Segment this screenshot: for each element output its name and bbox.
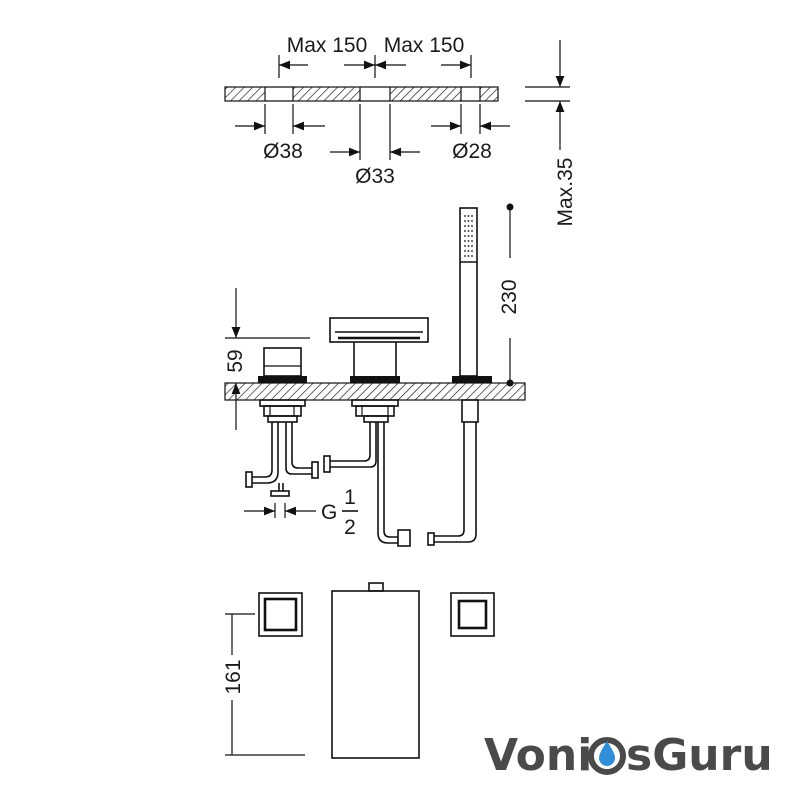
thread-fraction-numerator: 1 xyxy=(344,486,356,509)
diameter-33-label: Ø33 xyxy=(355,165,395,188)
max150-right-label: Max 150 xyxy=(384,34,465,57)
water-drop-icon xyxy=(588,737,626,775)
height-59-label: 59 xyxy=(224,349,247,372)
diameter-38-label: Ø38 xyxy=(263,140,303,163)
mixer-handle-front xyxy=(258,592,303,637)
brand-logo: Voni sGuru xyxy=(484,730,773,781)
height-161-label: 161 xyxy=(222,659,245,694)
max150-left-label: Max 150 xyxy=(287,34,368,57)
deck-segment xyxy=(224,86,266,102)
thread-fraction-denominator: 2 xyxy=(344,516,356,539)
logo-text-left: Voni xyxy=(484,730,592,781)
max35-label: Max.35 xyxy=(554,158,577,227)
height-230-label: 230 xyxy=(498,279,521,314)
deck-segment xyxy=(292,86,361,102)
deck-segment xyxy=(389,86,462,102)
hand-shower xyxy=(452,207,492,383)
mixer-body-below-deck xyxy=(245,399,319,497)
diameter-28-label: Ø28 xyxy=(452,140,492,163)
deck-section xyxy=(224,382,526,401)
logo-text-right: sGuru xyxy=(626,730,773,781)
thread-g-label: G xyxy=(321,501,337,524)
spout-front xyxy=(331,582,420,759)
spout-body-below-deck xyxy=(323,399,411,547)
cascade-spout xyxy=(329,317,429,383)
side-elevation-view: 59 xyxy=(224,203,526,547)
shower-hose xyxy=(427,399,479,546)
deck-segment xyxy=(479,86,499,102)
shower-holder-front xyxy=(450,592,495,637)
mixer-handle xyxy=(258,347,307,383)
deck-plan-view: Max 150 Max 150 Ø38 Ø33 Ø28 Max.35 xyxy=(224,34,577,227)
front-view: 161 xyxy=(222,582,495,759)
